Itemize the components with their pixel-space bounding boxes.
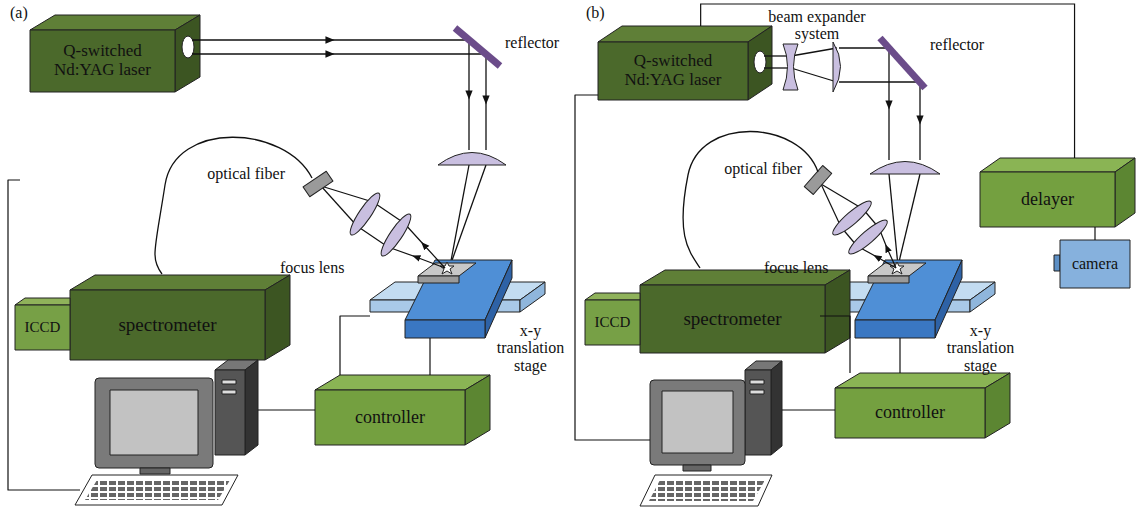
part-label: focus lens xyxy=(280,259,370,276)
spectrometer-box: spectrometer xyxy=(640,270,850,353)
part-label: beam expander system xyxy=(762,8,872,43)
camera-box: camera xyxy=(1060,240,1130,288)
signal-wire xyxy=(701,4,1075,158)
controller-box: controller xyxy=(835,373,1010,438)
node-label: controller xyxy=(875,403,945,423)
controller-box: controller xyxy=(315,375,490,445)
node-label: controller xyxy=(355,408,425,428)
node-label: delayer xyxy=(1021,190,1074,210)
node-label: ICCD xyxy=(595,314,631,331)
node-label: ICCD xyxy=(25,319,61,336)
part-label: (b) xyxy=(586,4,626,21)
node-label: Q-switched Nd:YAG laser xyxy=(613,52,733,89)
part-label: focus lens xyxy=(764,259,854,276)
part-label: x-y translation stage xyxy=(938,322,1023,374)
node-label: Q-switched Nd:YAG laser xyxy=(43,42,163,79)
spectrometer-box: spectrometer xyxy=(70,275,290,360)
part-label: (a) xyxy=(10,4,50,21)
node-label: spectrometer xyxy=(118,315,216,336)
laser-box: Q-switched Nd:YAG laser xyxy=(30,15,200,92)
part-label: optical fiber xyxy=(710,160,802,177)
node-label: spectrometer xyxy=(683,309,781,330)
laser-box: Q-switched Nd:YAG laser xyxy=(598,26,772,100)
part-label: reflector xyxy=(930,36,1010,53)
delayer-box: delayer xyxy=(980,158,1135,227)
node-label: camera xyxy=(1072,255,1118,273)
part-label: x-y translation stage xyxy=(488,322,573,374)
part-label: reflector xyxy=(505,34,585,51)
camera-box: ICCD xyxy=(15,305,70,350)
part-label: optical fiber xyxy=(190,165,285,182)
camera-box: ICCD xyxy=(585,300,640,345)
signal-wire xyxy=(1094,227,1095,240)
